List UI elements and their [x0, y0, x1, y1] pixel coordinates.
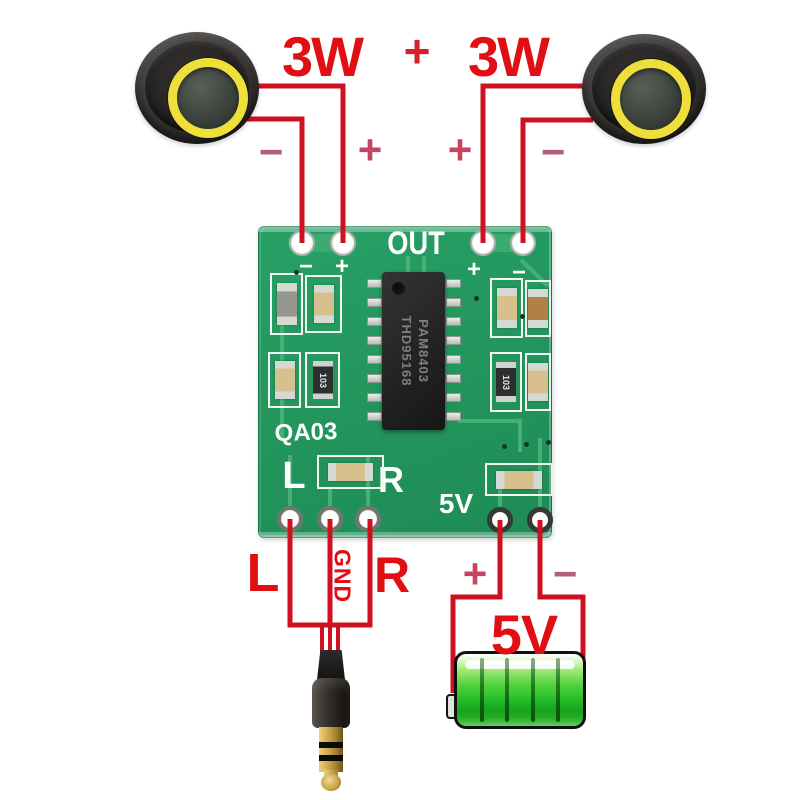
- top-plus-symbol: +: [403, 25, 431, 77]
- jack-insulator-ring: [319, 755, 343, 761]
- capacitor-body: [276, 283, 297, 325]
- via-hole: [474, 296, 479, 301]
- ic-pin: [446, 279, 461, 288]
- via-hole: [294, 270, 299, 275]
- battery-segment-divider: [531, 658, 535, 722]
- smd-capacitor: [317, 455, 384, 489]
- board-silk-plus-right: +: [466, 256, 482, 283]
- smd-capacitor: [485, 463, 553, 496]
- power-plus-symbol: +: [462, 550, 488, 597]
- smd-resistor: 103: [305, 352, 340, 408]
- ic-pin: [367, 317, 382, 326]
- via-hole: [520, 314, 525, 319]
- capacitor-body: [528, 289, 548, 328]
- battery-image: [446, 651, 586, 729]
- jack-barrel: [312, 678, 350, 728]
- capacitor-body: [313, 284, 334, 324]
- smd-capacitor: [525, 280, 551, 337]
- smd-resistor: 103: [490, 352, 522, 412]
- via-hole: [546, 440, 551, 445]
- ic-pin: [367, 298, 382, 307]
- jack-gold-shaft: [319, 727, 343, 772]
- board-silk-plus-left: +: [334, 253, 350, 280]
- audio-gnd-label: GND: [329, 548, 356, 604]
- smd-capacitor: [490, 278, 523, 338]
- left-speaker-plus-symbol: +: [357, 126, 383, 173]
- left-speaker-minus-symbol: −: [258, 128, 284, 175]
- right-speaker-plus-symbol: +: [447, 126, 473, 173]
- via-hole: [502, 444, 507, 449]
- battery-segment-divider: [556, 658, 560, 722]
- wire-power-minus: [537, 520, 586, 693]
- jack-tip: [321, 774, 341, 791]
- resistor-body: 103: [496, 361, 516, 403]
- right-speaker-image: [582, 34, 706, 144]
- right-speaker-power-label: 3W: [468, 25, 550, 88]
- ic-pin: [367, 412, 382, 421]
- ic-pin: [446, 298, 461, 307]
- ic-pin: [367, 374, 382, 383]
- via-hole: [524, 442, 529, 447]
- capacitor-body: [495, 470, 543, 489]
- board-power-label: 5V: [438, 488, 474, 519]
- smd-capacitor: [525, 353, 551, 411]
- speaker-yellow-ring: [611, 59, 691, 139]
- capacitor-body: [496, 287, 517, 329]
- wire-right-speaker-minus: [520, 117, 593, 243]
- board-silk-minus-left: −: [298, 253, 314, 280]
- wire-right-speaker-plus: [480, 83, 588, 243]
- ic-pin: [367, 336, 382, 345]
- board-left-channel-label: L: [282, 455, 306, 497]
- speaker-yellow-ring: [168, 58, 248, 138]
- left-speaker-image: [135, 32, 259, 144]
- ic-pin: [446, 374, 461, 383]
- capacitor-body: [274, 361, 295, 399]
- ic-pin: [446, 355, 461, 364]
- ic-pin1-dot: [392, 282, 405, 295]
- battery-gloss-highlight: [465, 660, 575, 669]
- jack-strain-relief: [317, 650, 345, 680]
- left-speaker-power-label: 3W: [282, 25, 364, 88]
- board-out-label: OUT: [387, 225, 445, 261]
- capacitor-body: [327, 463, 374, 481]
- battery-segment-divider: [480, 658, 484, 722]
- power-minus-symbol: −: [552, 550, 578, 597]
- ic-pin: [367, 393, 382, 402]
- resistor-body: 103: [312, 361, 333, 399]
- right-speaker-minus-symbol: −: [540, 128, 566, 175]
- smd-capacitor: [305, 275, 342, 333]
- capacitor-body: [528, 362, 548, 402]
- smd-capacitor: [270, 273, 303, 335]
- ic-pin: [367, 355, 382, 364]
- smd-capacitor: [268, 352, 301, 408]
- pam8403-ic-chip: PAM8403 THD95168: [382, 272, 445, 430]
- power-voltage-label: 5V: [490, 603, 558, 666]
- ic-pin: [446, 317, 461, 326]
- ic-pin: [367, 279, 382, 288]
- ic-pin: [446, 336, 461, 345]
- ic-pin: [446, 393, 461, 402]
- battery-segment-divider: [505, 658, 509, 722]
- wire-left-speaker-plus: [252, 83, 346, 243]
- battery-body: [454, 651, 586, 729]
- wire-left-speaker-minus: [247, 116, 305, 243]
- jack-insulator-ring: [319, 742, 343, 748]
- wire-power-plus: [450, 520, 503, 693]
- audio-right-label: R: [373, 547, 411, 603]
- audio-left-label: L: [246, 543, 280, 603]
- ic-pin: [446, 412, 461, 421]
